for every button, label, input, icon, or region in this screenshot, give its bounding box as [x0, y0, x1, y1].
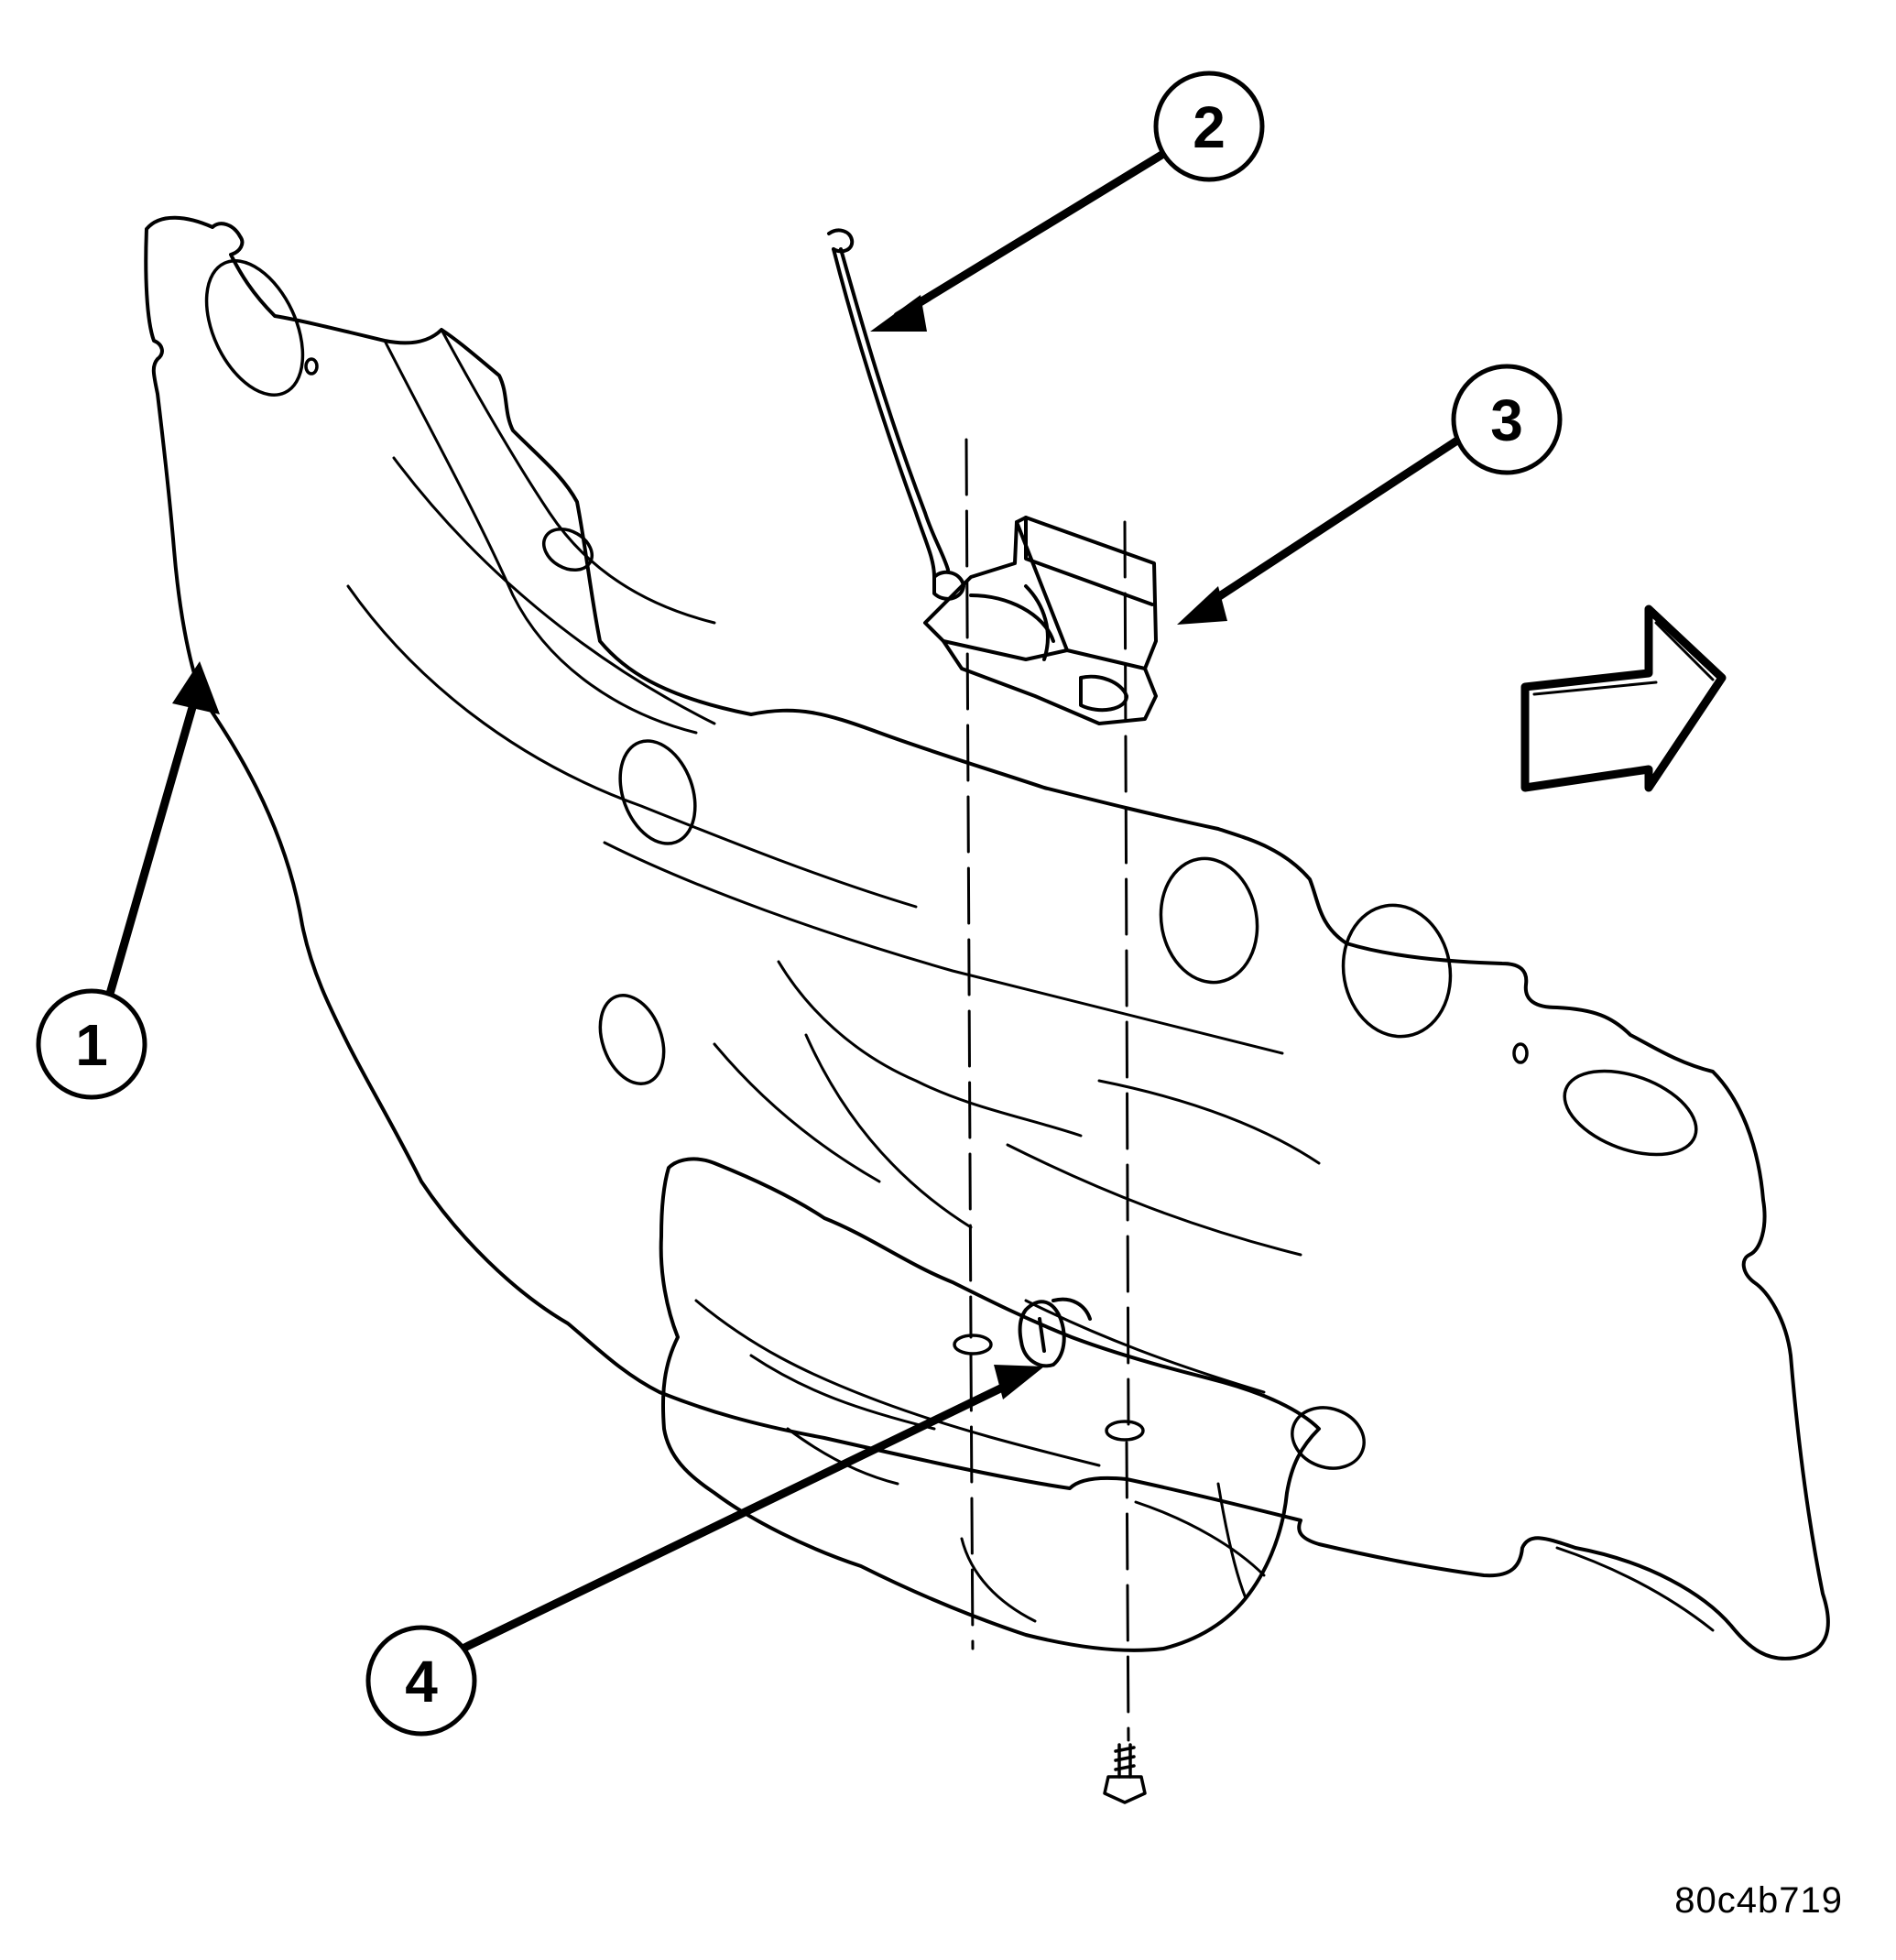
panel-contours	[346, 328, 1715, 1632]
cable-part	[827, 228, 950, 579]
callout-3-label: 3	[1490, 387, 1523, 453]
clip-part	[1018, 1297, 1092, 1368]
leader-arrows	[105, 147, 1470, 1653]
callout-4-label: 4	[405, 1649, 438, 1715]
panel-body	[144, 215, 1830, 1661]
bolt-icon	[1103, 1743, 1147, 1804]
mounting-bosses	[953, 1334, 1145, 1442]
module-part	[923, 516, 1158, 725]
leader-arrowheads	[172, 295, 1227, 1399]
arrow-right-icon	[1520, 604, 1727, 792]
panel-holes	[204, 259, 1698, 1470]
callout-2-label: 2	[1193, 94, 1226, 160]
alignment-lines	[964, 438, 1130, 1742]
figure-id-label: 80c4b719	[1674, 1880, 1843, 1921]
callout-circles	[36, 71, 1563, 1737]
callout-1-label: 1	[75, 1012, 108, 1078]
